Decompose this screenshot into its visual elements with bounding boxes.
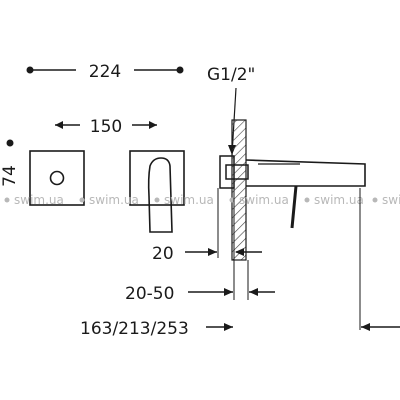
dim-plate-width: 150 (55, 117, 157, 137)
dim-overall-width: 224 (26, 62, 184, 82)
dim-depth-20-label: 20 (152, 244, 174, 264)
dim-endpoint (6, 139, 14, 147)
dim-overall-width-label: 224 (89, 62, 121, 82)
dim-range-20-50-label: 20-50 (125, 284, 174, 304)
arrowhead (55, 121, 63, 129)
dim-spout-length-label: 163/213/253 (80, 319, 189, 339)
watermark-text: swim.ua (164, 193, 214, 207)
faucet-side-view (219, 155, 366, 229)
thread-label: G1/2" (207, 65, 255, 85)
arrowhead (361, 323, 370, 331)
arrowhead (224, 288, 233, 296)
watermark-dot (4, 197, 10, 203)
arrowhead (208, 248, 217, 256)
watermark-dot (154, 197, 160, 203)
watermark-row: swim.ua swim.ua swim.ua swim.ua swim.ua … (4, 193, 400, 207)
dim-plate-height-label: 74 (0, 165, 20, 187)
dim-plate-height: 74 (0, 139, 20, 187)
arrowhead (149, 121, 157, 129)
watermark-text-edge: swi (382, 193, 400, 207)
watermark-dot (372, 197, 378, 203)
wall-section (231, 119, 247, 261)
dim-spout-length: 163/213/253 (80, 319, 400, 339)
watermark-text: swim.ua (314, 193, 364, 207)
watermark-dot (304, 197, 310, 203)
arrowhead (224, 323, 233, 331)
lever-pin (290, 185, 298, 229)
watermark-text: swim.ua (89, 193, 139, 207)
control-plate-front (29, 150, 85, 206)
thread-callout: G1/2" (207, 65, 255, 156)
spout-plate-front (129, 150, 185, 233)
watermark-dot (79, 197, 85, 203)
dim-depth-20: 20 (152, 244, 262, 264)
mounting-block (219, 155, 235, 189)
dim-plate-width-label: 150 (90, 117, 122, 137)
arrowhead (235, 248, 244, 256)
watermark-text: swim.ua (14, 193, 64, 207)
spout-side (245, 159, 366, 187)
control-knob (49, 170, 65, 186)
wall-hatch (231, 119, 247, 261)
dim-endpoint (176, 66, 184, 74)
spout-outlet (147, 157, 173, 233)
watermark-dot (229, 197, 235, 203)
cartridge-body (225, 164, 249, 180)
arrowhead (249, 288, 258, 296)
extension-lines (217, 188, 361, 330)
watermark-text: swim.ua (239, 193, 289, 207)
dim-range-20-50: 20-50 (125, 284, 275, 304)
